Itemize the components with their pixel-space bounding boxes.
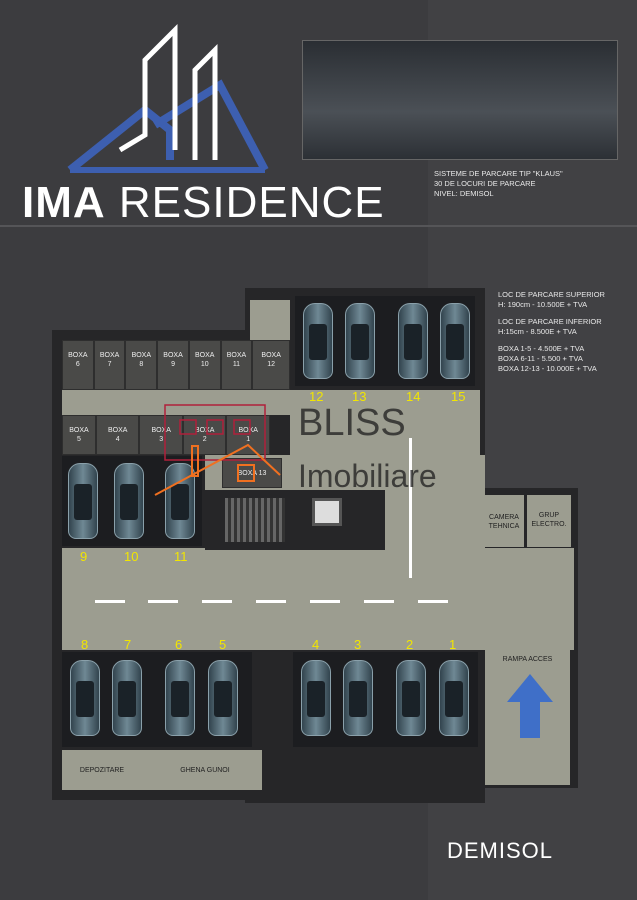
lane-marking — [202, 600, 232, 603]
spot-number: 13 — [352, 389, 367, 404]
car-icon — [343, 660, 373, 736]
car-icon — [398, 303, 428, 379]
caption-line: SISTEME DE PARCARE TIP "KLAUS" — [434, 169, 563, 178]
room-depozitare: DEPOZITARE — [79, 767, 125, 774]
parking-block — [293, 652, 478, 747]
lane-marking — [409, 438, 412, 578]
photo-caption: SISTEME DE PARCARE TIP "KLAUS" 30 DE LOC… — [434, 169, 563, 199]
spot-number: 4 — [312, 637, 320, 652]
watermark-house-icon — [154, 404, 281, 496]
logo-word-ima: IMA — [22, 178, 106, 227]
parking-block — [62, 652, 252, 747]
car-icon — [396, 660, 426, 736]
spot-number: 14 — [406, 389, 421, 404]
spot-number: 1 — [449, 637, 457, 652]
lane-marking — [256, 600, 286, 603]
corridor — [62, 390, 292, 415]
storage-unit[interactable]: BOXA 13 — [222, 458, 282, 488]
car-icon — [114, 463, 144, 539]
parking-photo — [302, 40, 618, 160]
price-value: BOXA 6-11 - 5.500 + TVA — [498, 354, 583, 363]
price-value: BOXA 1-5 - 4.500E + TVA — [498, 344, 585, 353]
lane-marking — [310, 600, 340, 603]
spot-number: 5 — [219, 637, 227, 652]
car-icon — [165, 660, 195, 736]
level-label: DEMISOL — [447, 838, 554, 863]
spot-number: 12 — [309, 389, 324, 404]
parking-block — [62, 456, 202, 546]
spot-number: 8 — [81, 637, 89, 652]
logo-text: IMA RESIDENCE — [22, 178, 385, 228]
lane-marking — [418, 600, 448, 603]
car-icon — [301, 660, 331, 736]
spot-number: 10 — [124, 549, 139, 564]
storage-room-area — [62, 750, 262, 790]
lane-marking — [364, 600, 394, 603]
car-icon — [440, 303, 470, 379]
caption-line: 30 DE LOCURI DE PARCARE — [434, 179, 536, 188]
car-icon — [439, 660, 469, 736]
lane-marking — [95, 600, 125, 603]
spot-number: 15 — [451, 389, 466, 404]
spot-number: 7 — [124, 637, 132, 652]
price-list: LOC DE PARCARE SUPERIOR H: 190cm - 10.50… — [498, 290, 605, 374]
spot-number: 6 — [175, 637, 183, 652]
car-icon — [70, 660, 100, 736]
room-ghena-gunoi: GHENA GUNOI — [180, 767, 230, 774]
arrow-up-icon — [507, 674, 553, 738]
car-icon — [165, 463, 195, 539]
ramp-label: RAMPA ACCES — [502, 656, 553, 663]
spot-number: 9 — [80, 549, 88, 564]
price-title: LOC DE PARCARE SUPERIOR — [498, 290, 605, 299]
price-title: LOC DE PARCARE INFERIOR — [498, 317, 602, 326]
caption-line: NIVEL: DEMISOL — [434, 189, 494, 198]
car-icon — [303, 303, 333, 379]
watermark-bliss: BLISS — [298, 402, 406, 444]
car-icon — [208, 660, 238, 736]
lane-marking — [148, 600, 178, 603]
spot-number: 11 — [174, 549, 188, 564]
price-value: H: 190cm - 10.500E + TVA — [498, 300, 588, 309]
spot-number: 2 — [406, 637, 414, 652]
watermark-imobiliare: Imobiliare — [298, 458, 437, 494]
car-icon — [112, 660, 142, 736]
spot-number: 3 — [354, 637, 362, 652]
car-icon — [68, 463, 98, 539]
driveway — [62, 548, 574, 650]
parking-block — [295, 296, 475, 386]
elevator — [312, 498, 342, 526]
stairs — [225, 498, 285, 542]
price-value: H:15cm - 8.500E + TVA — [498, 327, 577, 336]
logo-word-residence: RESIDENCE — [118, 178, 385, 227]
logo-building-icon — [67, 23, 269, 174]
price-value: BOXA 12-13 - 10.000E + TVA — [498, 364, 597, 373]
divider — [0, 225, 637, 227]
car-icon — [345, 303, 375, 379]
